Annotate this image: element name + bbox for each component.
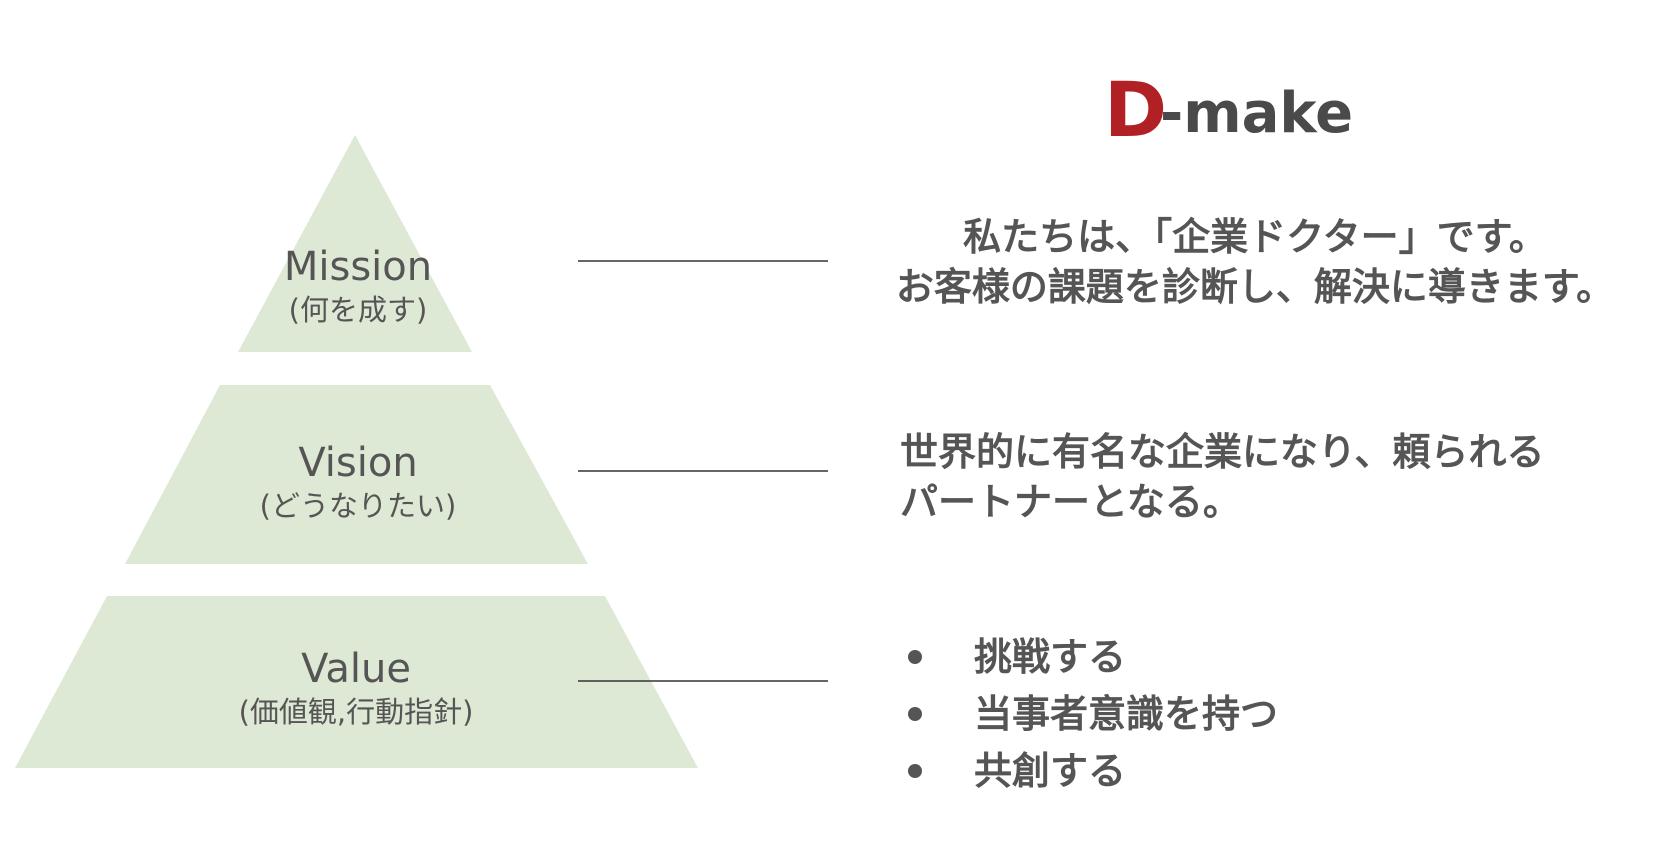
- value-subtitle: (価値観,行動指針): [239, 695, 474, 729]
- mission-title: Mission: [284, 244, 432, 290]
- pyramid-tier-vision: [125, 385, 588, 564]
- pyramid-tier-mission: [238, 135, 472, 352]
- logo-text: -make: [1160, 81, 1353, 146]
- bullet-icon: [908, 649, 922, 664]
- vision-subtitle: (どうなりたい): [260, 489, 457, 523]
- logo-mark: D: [1104, 65, 1167, 154]
- mission-subtitle: (何を成す): [289, 293, 428, 327]
- vision-description: 世界的に有名な企業になり、頼られる パートナーとなる。: [900, 427, 1640, 527]
- vision-description-line: パートナーとなる。: [900, 480, 1241, 524]
- vision-title: Vision: [298, 440, 417, 486]
- bullet-icon: [908, 706, 922, 721]
- value-title: Value: [301, 646, 411, 692]
- mission-description: 私たちは、「企業ドクター」です。 お客様の課題を診断し、解決に導きます。: [860, 212, 1650, 312]
- value-list-item: 共創する: [900, 742, 1278, 799]
- mission-description-line: お客様の課題を診断し、解決に導きます。: [895, 265, 1615, 309]
- value-list-item: 当事者意識を持つ: [900, 685, 1278, 742]
- bullet-icon: [908, 763, 922, 778]
- pyramid-tier-value: [15, 596, 698, 768]
- value-list-item: 挑戦する: [900, 628, 1278, 685]
- value-item-text: 挑戦する: [974, 634, 1127, 679]
- vision-description-line: 世界的に有名な企業になり、頼られる: [900, 430, 1545, 474]
- company-logo: D -make: [1104, 65, 1353, 154]
- value-item-text: 共創する: [974, 748, 1127, 793]
- mission-description-line: 私たちは、「企業ドクター」です。: [963, 215, 1547, 259]
- value-item-text: 当事者意識を持つ: [974, 691, 1279, 736]
- value-list: 挑戦する 当事者意識を持つ 共創する: [900, 628, 1278, 799]
